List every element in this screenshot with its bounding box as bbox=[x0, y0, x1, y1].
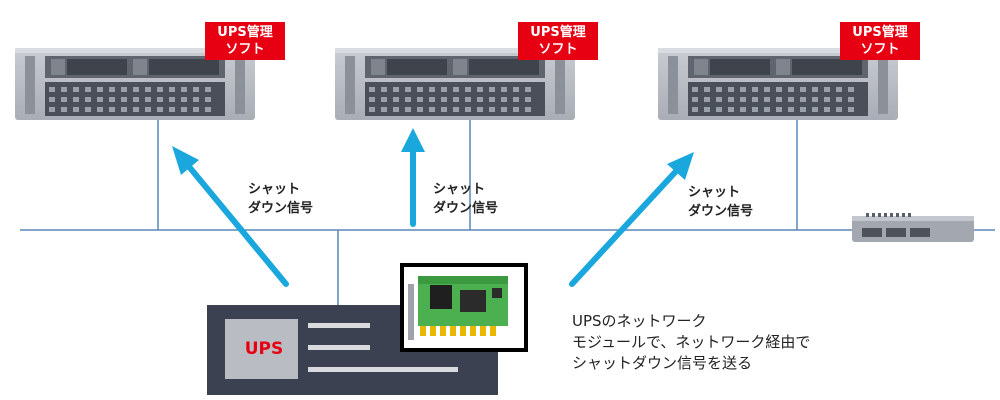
server-2-badge: UPS管理 ソフト bbox=[518, 22, 598, 60]
signal-label-1: シャット ダウン信号 bbox=[248, 180, 313, 218]
badge-line2: ソフト bbox=[860, 42, 900, 57]
ups-label: UPS bbox=[244, 339, 284, 359]
description-line3: シャットダウン信号を送る bbox=[572, 354, 753, 372]
arrow-head-1 bbox=[172, 146, 199, 175]
signal-label-3: シャット ダウン信号 bbox=[688, 183, 753, 221]
signal-label-line2: ダウン信号 bbox=[688, 204, 754, 219]
badge-line2: ソフト bbox=[538, 42, 578, 57]
signal-label-line1: シャット bbox=[688, 185, 741, 200]
signal-label-line2: ダウン信号 bbox=[248, 201, 314, 216]
signal-label-line2: ダウン信号 bbox=[433, 201, 499, 216]
signal-label-2: シャット ダウン信号 bbox=[433, 180, 498, 218]
network-lines bbox=[20, 120, 995, 305]
arrow-head-3 bbox=[667, 152, 694, 180]
signal-label-line1: シャット bbox=[433, 182, 486, 197]
network-card-icon bbox=[400, 263, 528, 352]
network-switch-icon bbox=[852, 213, 974, 242]
arrow-to-server-3 bbox=[569, 165, 682, 287]
badge-line1: UPS管理 bbox=[530, 25, 586, 40]
description-line2: モジュールで、ネットワーク経由で bbox=[572, 333, 811, 351]
signal-label-line1: シャット bbox=[248, 182, 301, 197]
description-text: UPSのネットワーク モジュールで、ネットワーク経由で シャットダウン信号を送る bbox=[572, 311, 810, 374]
description-line1: UPSのネットワーク bbox=[572, 312, 707, 330]
server-1-badge: UPS管理 ソフト bbox=[205, 22, 285, 60]
arrow-head-2 bbox=[401, 128, 425, 152]
server-3-badge: UPS管理 ソフト bbox=[840, 22, 920, 60]
badge-line2: ソフト bbox=[225, 42, 265, 57]
badge-line1: UPS管理 bbox=[852, 25, 908, 40]
arrow-to-server-1 bbox=[183, 160, 289, 287]
badge-line1: UPS管理 bbox=[217, 25, 273, 40]
shutdown-arrows bbox=[172, 128, 694, 287]
